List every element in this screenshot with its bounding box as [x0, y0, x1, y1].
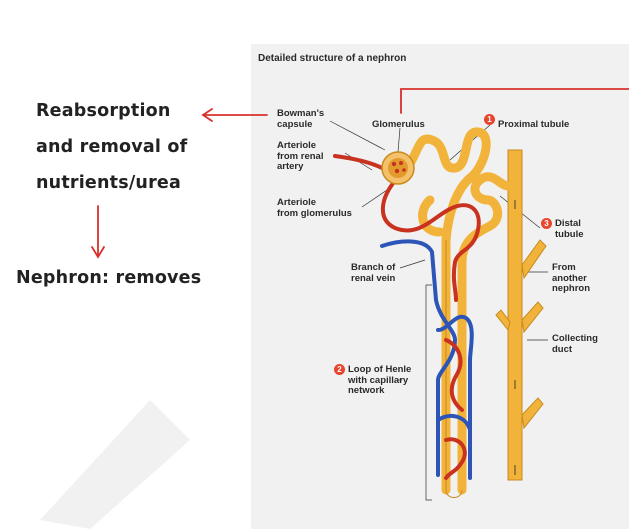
label-arteriole-glomerulus: Arteriole from glomerulus: [277, 198, 352, 219]
label-proximal-tubule: Proximal tubule: [498, 120, 569, 131]
label-from-another-nephron: From another nephron: [552, 263, 590, 295]
label-glomerulus: Glomerulus: [372, 120, 425, 131]
badge-2: 2: [334, 364, 345, 375]
label-collecting-duct: Collecting duct: [552, 334, 598, 355]
label-branch-renal-vein: Branch of renal vein: [351, 263, 395, 284]
diagram-title: Detailed structure of a nephron: [258, 54, 406, 65]
badge-3: 3: [541, 218, 552, 229]
label-bowmans-capsule: Bowman's capsule: [277, 109, 324, 130]
label-distal-tubule: Distal tubule: [555, 219, 584, 240]
label-arteriole-renal-artery: Arteriole from renal artery: [277, 141, 323, 173]
badge-1: 1: [484, 114, 495, 125]
label-loop-of-henle: Loop of Henle with capillary network: [348, 365, 411, 397]
